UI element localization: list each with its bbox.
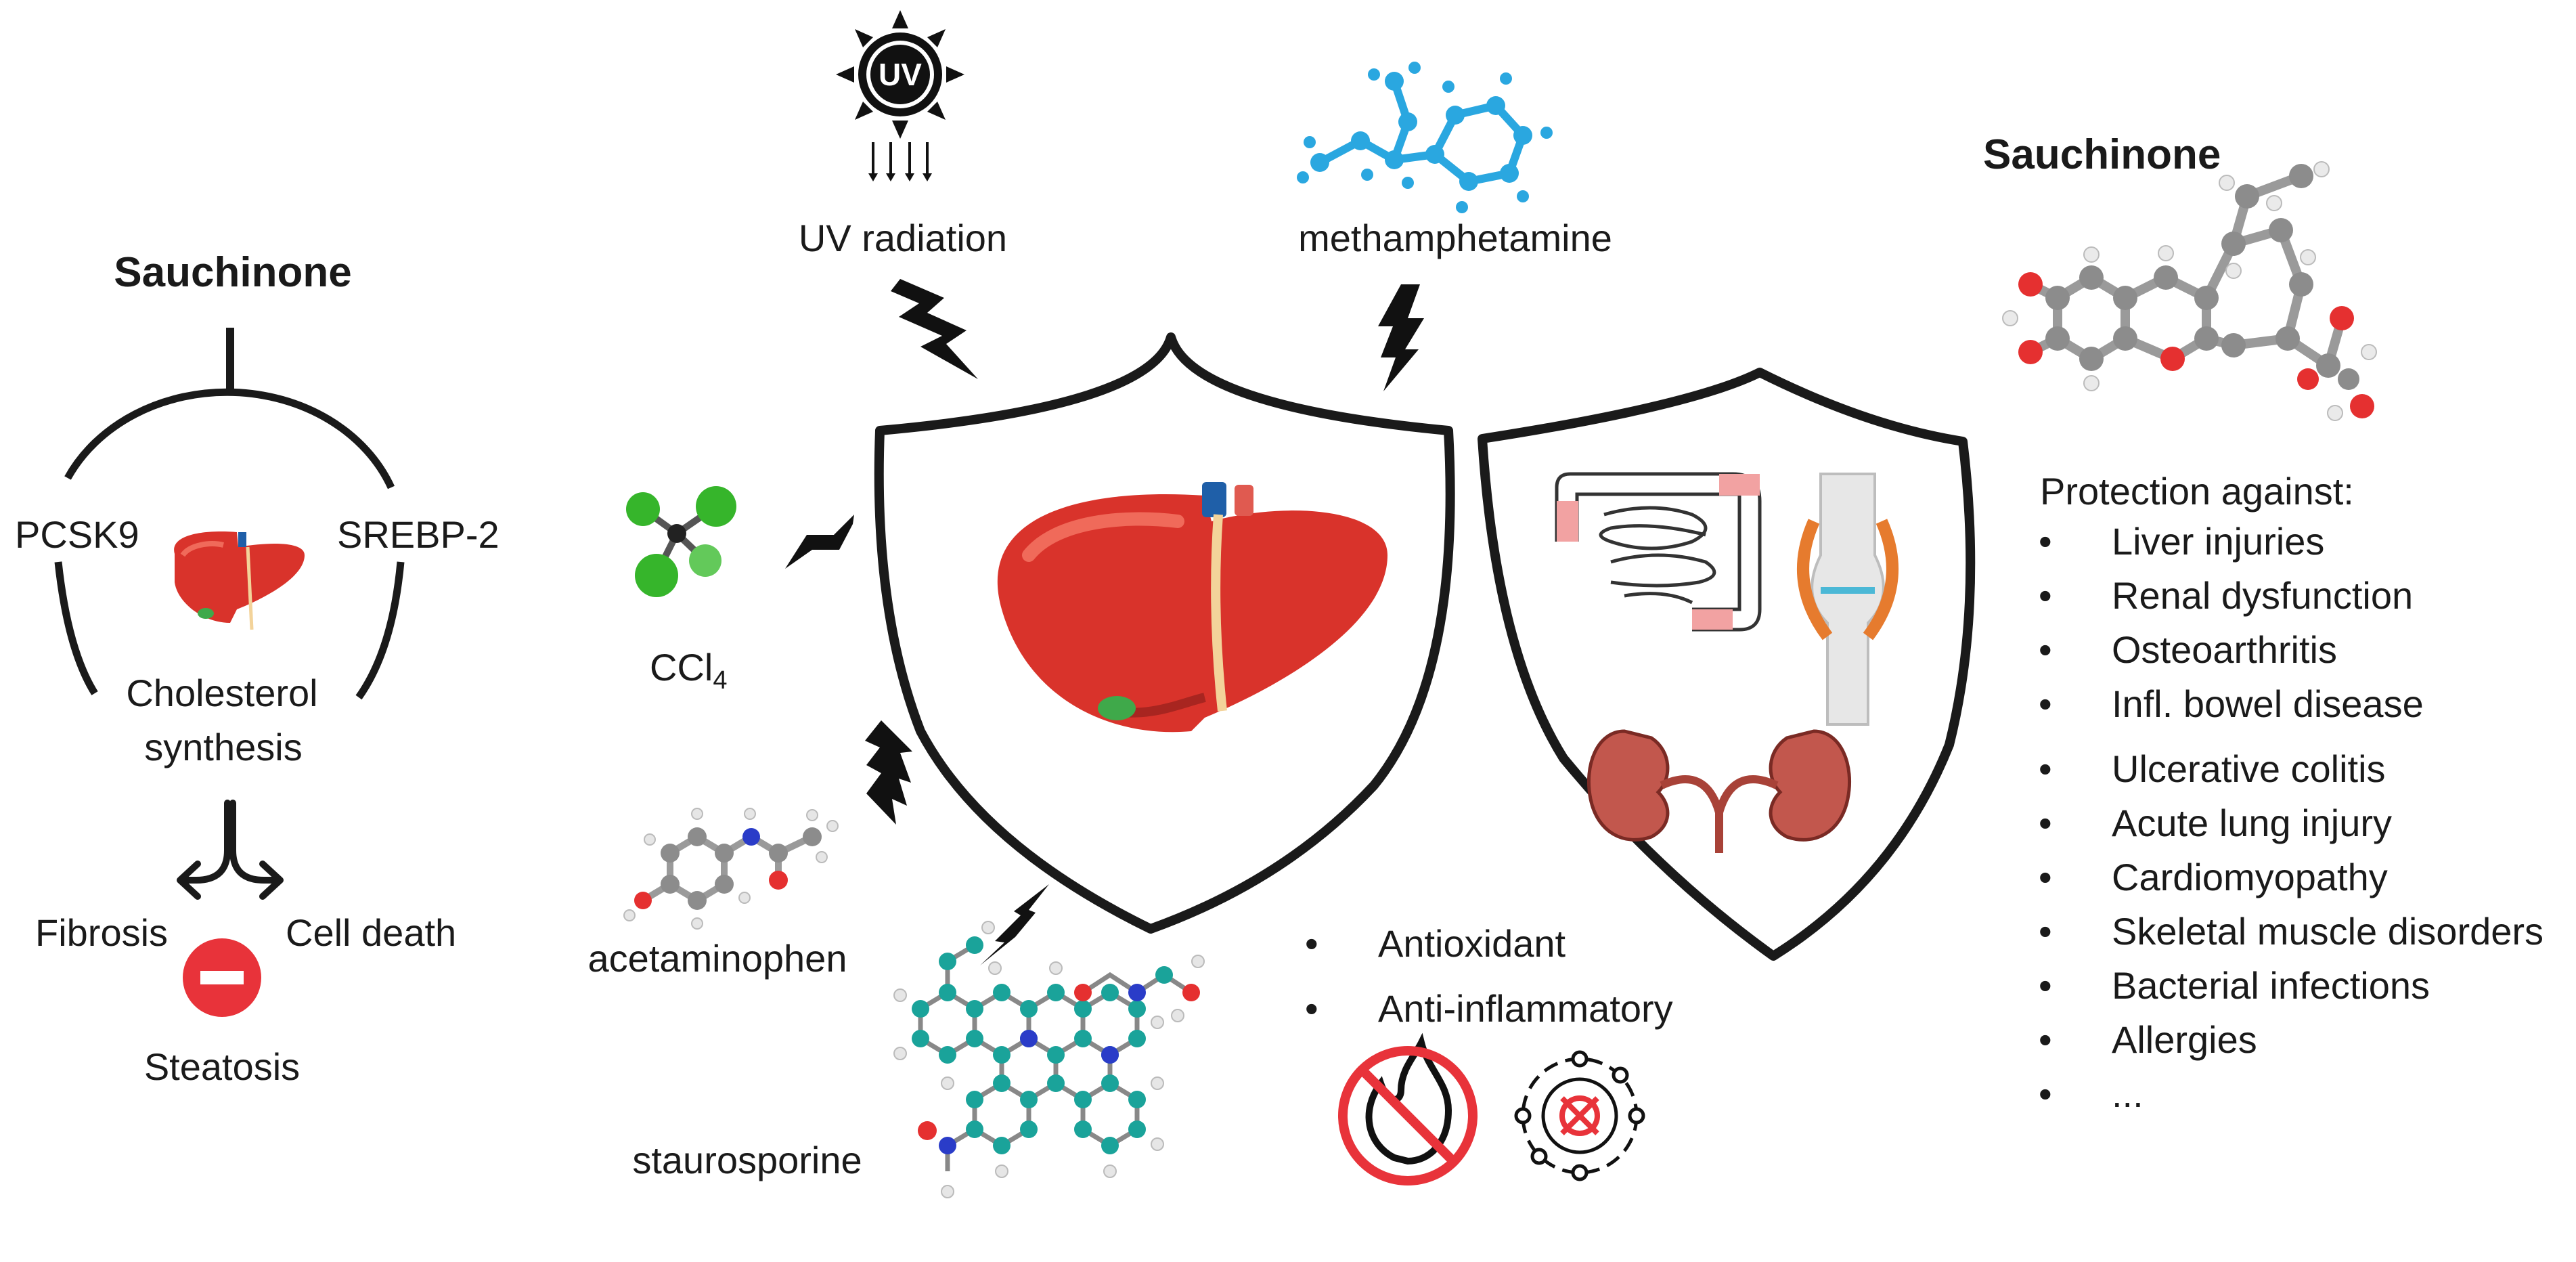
bullet: • bbox=[2039, 802, 2052, 844]
protection-item: •Bacterial infections bbox=[2039, 964, 2430, 1007]
bullet: • bbox=[2039, 520, 2052, 563]
uv-sun-icon: UV bbox=[836, 10, 964, 181]
protection-item: •... bbox=[2039, 1072, 2144, 1115]
kidneys-icon bbox=[1586, 729, 1852, 853]
protection-item: •Renal dysfunction bbox=[2039, 574, 2414, 617]
fibrosis-label: Fibrosis bbox=[35, 911, 169, 954]
ccl4-molecule bbox=[626, 486, 736, 597]
protection-item: •Osteoarthritis bbox=[2039, 628, 2337, 671]
lightning-acetaminophen-icon bbox=[865, 720, 912, 825]
liver-icon bbox=[997, 482, 1387, 733]
property-item: •Anti-inflammatory bbox=[1305, 987, 1673, 1030]
protection-item: •Liver injuries bbox=[2039, 520, 2325, 563]
bullet: • bbox=[2039, 1072, 2052, 1115]
knee-joint-icon bbox=[1797, 473, 1898, 726]
pcsk9-label: PCSK9 bbox=[15, 513, 139, 556]
bullet: • bbox=[2039, 856, 2052, 898]
protection-item: •Allergies bbox=[2039, 1018, 2257, 1061]
protection-item: •Infl. bowel disease bbox=[2039, 682, 2424, 725]
property-item: •Antioxidant bbox=[1305, 922, 1566, 965]
protection-heading: Protection against: bbox=[2040, 470, 2354, 513]
pathway-lower-right-arc bbox=[355, 561, 405, 700]
ccl4-label: CCl4 bbox=[650, 646, 728, 695]
protection-item: •Acute lung injury bbox=[2039, 802, 2393, 844]
methamphetamine-molecule bbox=[1297, 62, 1553, 213]
cholesterol-label: Cholesterol bbox=[126, 672, 318, 714]
bullet: • bbox=[2039, 574, 2052, 617]
lightning-bolts bbox=[785, 279, 1424, 965]
staurosporine-label: staurosporine bbox=[632, 1139, 862, 1181]
left-sauchinone-title: Sauchinone bbox=[114, 249, 352, 296]
bullet: • bbox=[2039, 1018, 2052, 1061]
inhibition-icon bbox=[183, 938, 261, 1017]
methamphetamine-label: methamphetamine bbox=[1298, 217, 1612, 259]
protection-list: •Liver injuries •Renal dysfunction •Oste… bbox=[2039, 520, 2544, 1129]
no-oxidative-stress-icon bbox=[1514, 1050, 1645, 1181]
bullet: • bbox=[2039, 910, 2052, 953]
uv-icon-text: UV bbox=[879, 57, 922, 92]
lightning-uv-icon bbox=[891, 279, 978, 379]
protection-item: •Cardiomyopathy bbox=[2039, 856, 2388, 898]
srebp2-label: SREBP-2 bbox=[337, 513, 499, 556]
lightning-staurosporine-icon bbox=[980, 884, 1049, 965]
steatosis-label: Steatosis bbox=[143, 1045, 301, 1088]
pathway-upper-arc bbox=[64, 388, 395, 489]
left-pathway-graphic bbox=[54, 328, 405, 1017]
acetaminophen-label: acetaminophen bbox=[587, 937, 847, 980]
lightning-ccl4-icon bbox=[785, 515, 854, 569]
right-sauchinone-title: Sauchinone bbox=[1983, 131, 2221, 178]
staurosporine-molecule bbox=[893, 921, 1205, 1198]
bullet: • bbox=[2039, 682, 2052, 725]
protection-item: •Skeletal muscle disorders bbox=[2039, 910, 2544, 953]
branching-arrows bbox=[177, 800, 284, 900]
lightning-meth-icon bbox=[1378, 284, 1424, 391]
bullet: • bbox=[1305, 922, 1318, 965]
cell-death-label: Cell death bbox=[286, 911, 457, 954]
ccl4-subscript: 4 bbox=[713, 666, 728, 695]
property-list: •Antioxidant •Anti-inflammatory bbox=[1305, 922, 1673, 1055]
bullet: • bbox=[2039, 747, 2052, 790]
bullet: • bbox=[2039, 964, 2052, 1007]
synthesis-label: synthesis bbox=[144, 726, 303, 768]
sauchinone-molecule bbox=[2002, 161, 2377, 421]
small-liver-icon bbox=[174, 531, 305, 630]
no-inflammation-icon bbox=[1338, 1032, 1478, 1185]
uv-radiation-label: UV radiation bbox=[798, 217, 1008, 259]
intestine-icon bbox=[1555, 472, 1762, 632]
ccl4-text: CCl bbox=[650, 646, 713, 689]
protection-item: •Ulcerative colitis bbox=[2039, 747, 2386, 790]
bullet: • bbox=[2039, 628, 2052, 671]
acetaminophen-molecule bbox=[623, 808, 839, 930]
pathway-lower-left-arc bbox=[54, 561, 98, 695]
bullet: • bbox=[1305, 987, 1318, 1030]
organ-shield bbox=[1478, 368, 1976, 961]
